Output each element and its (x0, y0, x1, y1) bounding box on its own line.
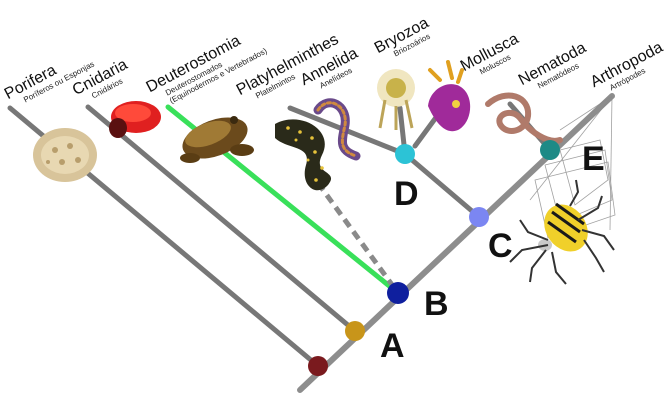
node-a (345, 321, 365, 341)
root-node (308, 356, 328, 376)
node-a-label: A (380, 327, 405, 365)
bryozoan-icon (377, 69, 415, 130)
sponge-icon (33, 128, 97, 182)
node-b (387, 282, 409, 304)
node-e (540, 140, 560, 160)
flatworm-icon (275, 119, 331, 190)
frog-icon (177, 109, 254, 166)
sea-anemone-icon (109, 101, 161, 138)
node-b-label: B (424, 285, 449, 323)
node-d (395, 144, 415, 164)
node-c-label: C (488, 227, 513, 265)
spider-icon (510, 180, 614, 284)
node-e-label: E (582, 140, 605, 178)
node-c (469, 207, 489, 227)
node-d-label: D (394, 175, 419, 213)
